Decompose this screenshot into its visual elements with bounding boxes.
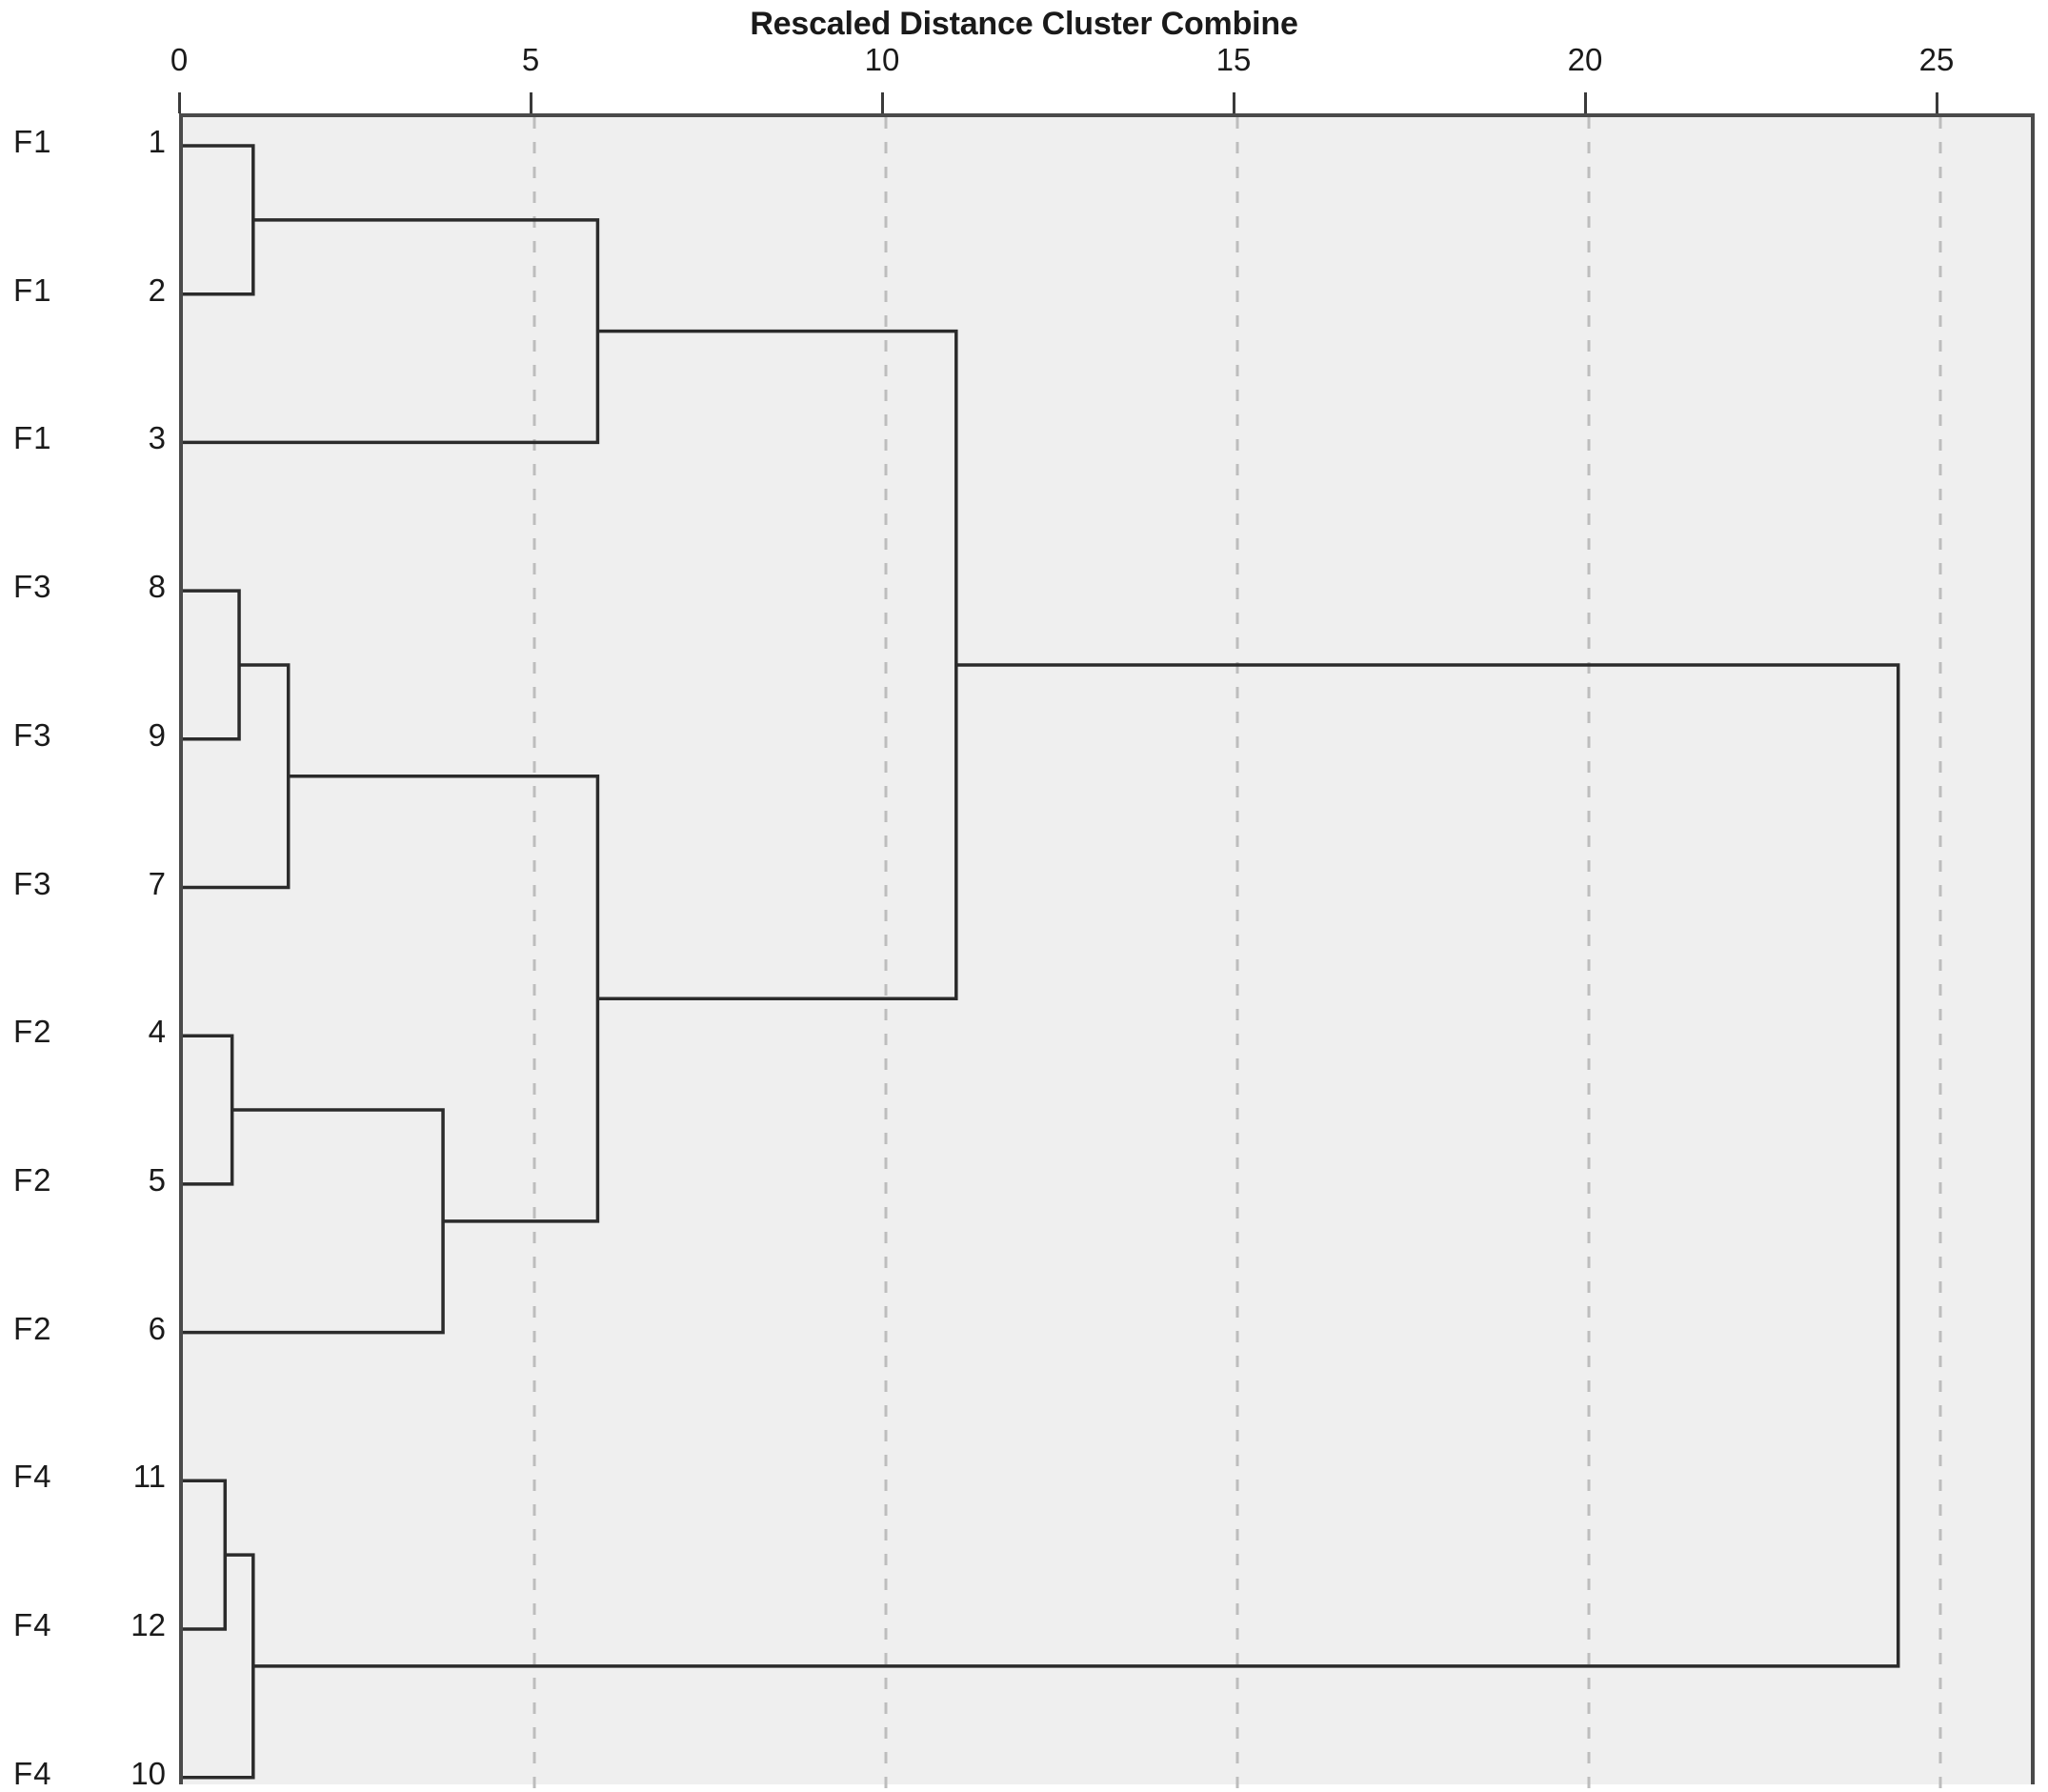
leaf-case-label-6: 6 — [148, 1310, 166, 1346]
x-tick-label-5: 5 — [521, 42, 540, 77]
x-tick-label-25: 25 — [1918, 42, 1955, 77]
x-tick-mark-5 — [530, 92, 532, 113]
leaf-group-label-3: F1 — [13, 420, 52, 456]
leaf-group-label-5: F2 — [13, 1161, 52, 1198]
dendrogram-link-m2 — [183, 218, 600, 445]
dendrogram-link-m9 — [183, 1553, 255, 1780]
leaf-case-label-8: 8 — [148, 569, 166, 605]
dendrogram-link-m11 — [252, 663, 1900, 1668]
leaf-case-label-3: 3 — [148, 420, 166, 456]
dendrogram-link-m1 — [183, 144, 255, 296]
leaf-group-label-9: F3 — [13, 716, 52, 753]
leaf-case-label-11: 11 — [132, 1459, 166, 1495]
leaf-group-label-2: F1 — [13, 272, 52, 308]
x-tick-label-0: 0 — [170, 42, 189, 77]
x-tick-mark-0 — [178, 92, 181, 113]
leaf-case-label-5: 5 — [148, 1161, 166, 1198]
leaf-case-label-7: 7 — [148, 865, 166, 901]
leaf-group-label-7: F3 — [13, 865, 52, 901]
dendrogram-link-m5 — [183, 1034, 234, 1186]
dendrogram-svg — [183, 117, 1942, 1788]
x-tick-label-15: 15 — [1215, 42, 1252, 77]
leaf-group-label-8: F3 — [13, 569, 52, 605]
leaf-case-label-1: 1 — [148, 124, 166, 159]
leaf-group-label-4: F2 — [13, 1014, 52, 1050]
x-tick-mark-25 — [1936, 92, 1938, 113]
leaf-group-label-1: F1 — [13, 124, 52, 159]
leaf-group-label-12: F4 — [13, 1607, 52, 1642]
x-tick-mark-15 — [1233, 92, 1235, 113]
x-tick-mark-10 — [881, 92, 884, 113]
x-tick-label-10: 10 — [864, 42, 900, 77]
dendrogram-link-m4 — [183, 663, 291, 890]
dendrogram-link-m6 — [183, 1108, 445, 1335]
leaf-case-label-2: 2 — [148, 272, 166, 308]
leaf-group-label-6: F2 — [13, 1310, 52, 1346]
leaf-group-label-11: F4 — [13, 1459, 52, 1495]
leaf-case-label-10: 10 — [131, 1755, 166, 1791]
dendrogram-link-m10 — [597, 329, 958, 1001]
leaf-case-label-4: 4 — [148, 1014, 166, 1050]
leaf-case-label-12: 12 — [131, 1607, 166, 1642]
x-tick-mark-20 — [1584, 92, 1587, 113]
dendrogram-link-m3 — [183, 589, 241, 741]
leaf-group-label-10: F4 — [13, 1755, 52, 1791]
dendrogram-link-m7 — [288, 774, 600, 1223]
x-tick-label-20: 20 — [1567, 42, 1603, 77]
dendrogram-link-m8 — [183, 1479, 228, 1631]
plot-area — [179, 113, 2035, 1788]
chart-title: Rescaled Distance Cluster Combine — [750, 6, 1298, 42]
leaf-case-label-9: 9 — [148, 716, 166, 753]
